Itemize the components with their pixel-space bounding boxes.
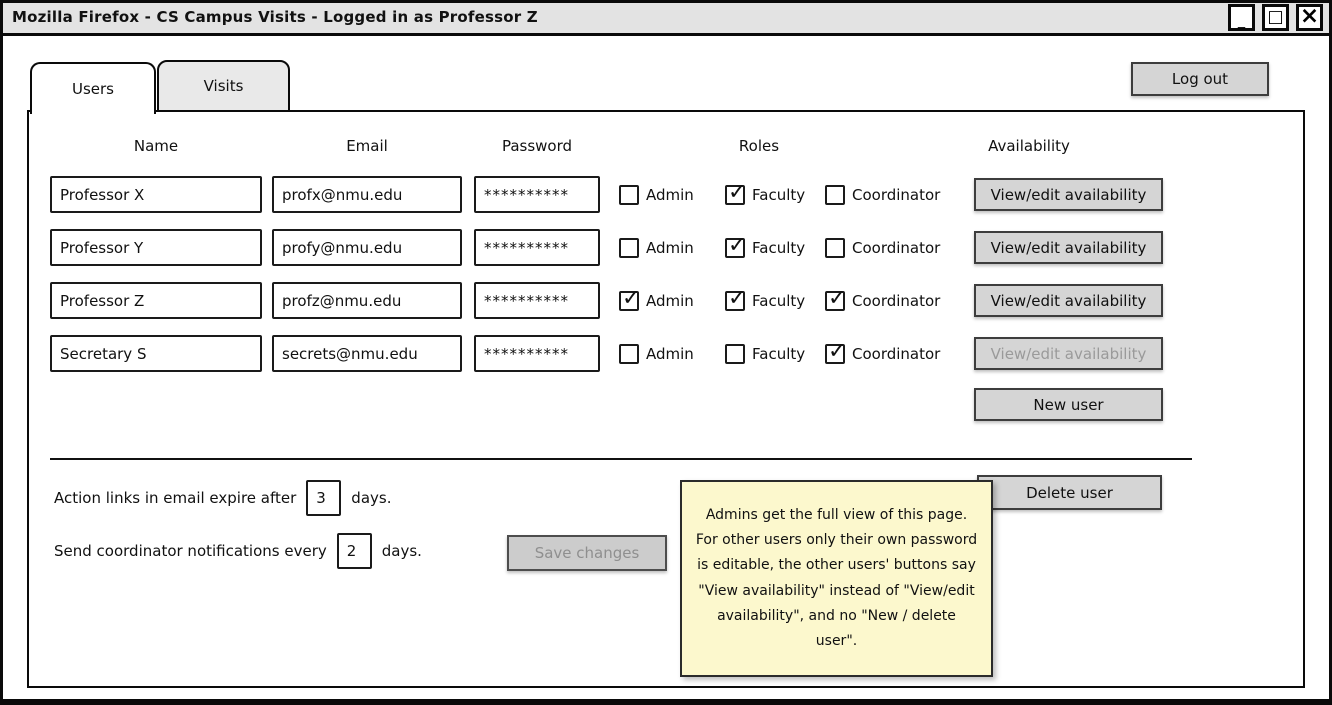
faculty-checkbox[interactable] — [725, 233, 746, 258]
faculty-role: Faculty — [725, 233, 806, 258]
minimize-button[interactable]: _ — [1228, 4, 1255, 31]
tab-visits[interactable]: Visits — [157, 60, 290, 112]
coordinator-checkbox[interactable] — [825, 184, 845, 205]
column-header-password: Password — [501, 137, 573, 155]
faculty-checkbox[interactable] — [725, 180, 746, 205]
faculty-role: Faculty — [725, 286, 806, 311]
delete-user-button[interactable]: Delete user — [977, 475, 1162, 510]
expire-setting: Action links in email expire after days. — [54, 480, 391, 516]
tab-users[interactable]: Users — [30, 62, 156, 114]
admin-role: Admin — [619, 184, 694, 205]
logout-button[interactable]: Log out — [1131, 62, 1269, 96]
expire-setting-suffix: days. — [351, 489, 392, 507]
maximize-icon: □ — [1267, 6, 1284, 27]
window-title: Mozilla Firefox - CS Campus Visits - Log… — [12, 7, 538, 26]
name-field[interactable] — [50, 282, 262, 319]
admin-label: Admin — [646, 344, 694, 363]
admin-role: Admin — [619, 237, 694, 258]
user-row: Admin Faculty Coordinator View/edit avai… — [29, 335, 1303, 372]
view-edit-availability-button[interactable]: View/edit availability — [974, 337, 1163, 370]
column-header-email: Email — [346, 137, 388, 155]
expire-setting-prefix: Action links in email expire after — [54, 489, 297, 507]
close-icon: × — [1299, 2, 1320, 29]
admin-role: Admin — [619, 286, 694, 311]
new-user-button[interactable]: New user — [974, 388, 1163, 421]
notification-setting: Send coordinator notifications every day… — [54, 533, 422, 569]
coordinator-role: Coordinator — [825, 286, 941, 311]
titlebar: Mozilla Firefox - CS Campus Visits - Log… — [0, 0, 1332, 36]
column-header-name: Name — [133, 137, 179, 155]
faculty-role: Faculty — [725, 343, 806, 364]
password-field[interactable] — [474, 229, 600, 266]
name-field[interactable] — [50, 176, 262, 213]
admin-label: Admin — [646, 238, 694, 257]
faculty-label: Faculty — [752, 185, 806, 204]
coordinator-checkbox[interactable] — [825, 339, 846, 364]
password-field[interactable] — [474, 335, 600, 372]
name-field[interactable] — [50, 335, 262, 372]
window-controls: _ □ × — [1228, 4, 1323, 31]
coordinator-label: Coordinator — [852, 344, 941, 363]
name-field[interactable] — [50, 229, 262, 266]
close-button[interactable]: × — [1296, 4, 1323, 31]
faculty-label: Faculty — [752, 344, 806, 363]
admin-checkbox[interactable] — [619, 286, 640, 311]
coordinator-label: Coordinator — [852, 291, 941, 310]
notification-days-input[interactable] — [336, 533, 372, 569]
admin-sticky-note: Admins get the full view of this page. F… — [680, 480, 993, 677]
column-header-availability: Availability — [988, 137, 1070, 155]
settings-divider — [50, 458, 1192, 460]
faculty-checkbox[interactable] — [725, 286, 746, 311]
email-field[interactable] — [272, 282, 462, 319]
user-row: Admin Faculty Coordinator View/edit avai… — [29, 229, 1303, 266]
coordinator-role: Coordinator — [825, 339, 941, 364]
coordinator-checkbox[interactable] — [825, 237, 845, 258]
user-row: Admin Faculty Coordinator View/edit avai… — [29, 282, 1303, 319]
maximize-button[interactable]: □ — [1262, 4, 1289, 31]
admin-checkbox[interactable] — [619, 343, 639, 364]
faculty-label: Faculty — [752, 238, 806, 257]
admin-checkbox[interactable] — [619, 184, 639, 205]
password-field[interactable] — [474, 282, 600, 319]
view-edit-availability-button[interactable]: View/edit availability — [974, 231, 1163, 264]
minimize-icon: _ — [1237, 11, 1246, 29]
faculty-checkbox[interactable] — [725, 343, 745, 364]
notification-setting-suffix: days. — [381, 542, 422, 560]
coordinator-label: Coordinator — [852, 238, 941, 257]
faculty-label: Faculty — [752, 291, 806, 310]
admin-label: Admin — [646, 291, 694, 310]
admin-label: Admin — [646, 185, 694, 204]
password-field[interactable] — [474, 176, 600, 213]
view-edit-availability-button[interactable]: View/edit availability — [974, 284, 1163, 317]
user-row: Admin Faculty Coordinator View/edit avai… — [29, 176, 1303, 213]
coordinator-role: Coordinator — [825, 237, 941, 258]
admin-sticky-note-text: Admins get the full view of this page. F… — [695, 506, 978, 649]
coordinator-label: Coordinator — [852, 185, 941, 204]
admin-role: Admin — [619, 343, 694, 364]
coordinator-role: Coordinator — [825, 184, 941, 205]
email-field[interactable] — [272, 335, 462, 372]
save-changes-button[interactable]: Save changes — [507, 535, 667, 571]
content-frame: Name Email Password Roles Availability A… — [27, 110, 1305, 688]
notification-setting-prefix: Send coordinator notifications every — [54, 542, 327, 560]
expire-days-input[interactable] — [306, 480, 342, 516]
email-field[interactable] — [272, 176, 462, 213]
column-header-roles: Roles — [738, 137, 780, 155]
email-field[interactable] — [272, 229, 462, 266]
admin-checkbox[interactable] — [619, 237, 639, 258]
coordinator-checkbox[interactable] — [825, 286, 846, 311]
view-edit-availability-button[interactable]: View/edit availability — [974, 178, 1163, 211]
faculty-role: Faculty — [725, 180, 806, 205]
